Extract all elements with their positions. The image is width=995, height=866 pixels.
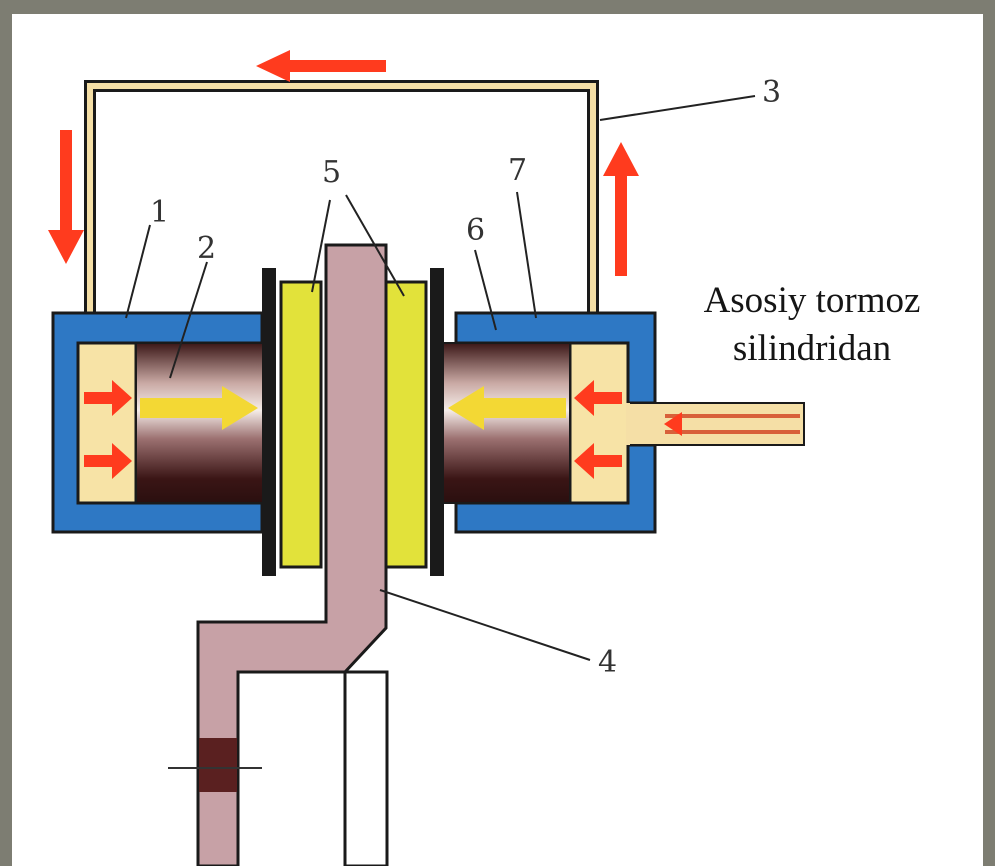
right-pressure-arrow-top (574, 380, 622, 416)
left-piston-arrow (140, 386, 258, 430)
right-piston-arrow (448, 386, 566, 430)
right-pressure-arrow-bottom (574, 443, 622, 479)
right-caliper (442, 311, 657, 534)
flow-arrow-left (256, 50, 386, 82)
right-brake-pad (384, 280, 428, 569)
callout-3: 3 (762, 75, 781, 110)
caption-line-1: Asosiy tormoz (704, 280, 921, 321)
flow-arrow-down (48, 130, 84, 264)
right-backing-plate (430, 268, 444, 576)
inlet-line (626, 402, 805, 446)
left-brake-pad (279, 280, 323, 569)
hydraulic-tube (84, 80, 599, 320)
flow-arrow-up (603, 142, 639, 276)
flow-arrows (48, 50, 639, 276)
right-piston (442, 342, 571, 504)
right-fluid-chamber (568, 341, 630, 505)
callout-2: 2 (197, 231, 216, 266)
callout-7: 7 (508, 153, 527, 188)
left-fluid-chamber (76, 341, 138, 505)
leader-lines (125, 95, 756, 661)
left-pressure-arrow-bottom (84, 443, 132, 479)
left-backing-plate (262, 268, 276, 576)
hub-bearing (199, 738, 237, 792)
left-caliper (51, 311, 265, 534)
callout-5: 5 (322, 155, 341, 190)
caption-line-2: silindridan (733, 328, 891, 369)
callout-1: 1 (150, 195, 169, 230)
left-pressure-arrow-top (84, 380, 132, 416)
left-piston (135, 342, 265, 504)
callout-6: 6 (466, 213, 485, 248)
callout-4: 4 (598, 645, 617, 680)
brake-disc (168, 243, 389, 866)
